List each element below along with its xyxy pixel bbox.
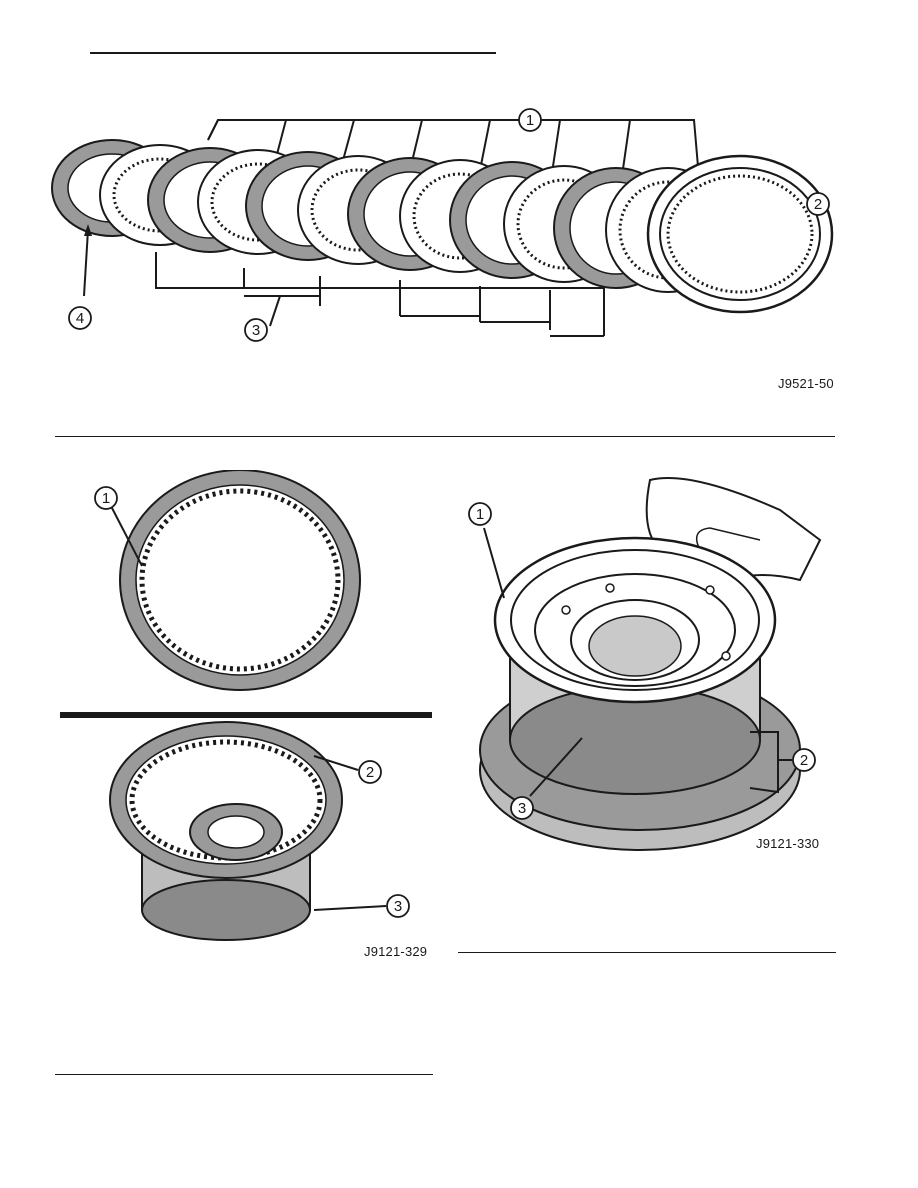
- svg-text:1: 1: [476, 506, 484, 523]
- svg-text:4: 4: [76, 310, 84, 327]
- clutch-pack-figure: 1 2 3 4: [51, 108, 834, 342]
- callout-3-bracket: [155, 252, 605, 337]
- svg-text:2: 2: [814, 196, 822, 213]
- svg-text:1: 1: [102, 490, 110, 507]
- callout-2: 2: [358, 760, 382, 784]
- svg-text:3: 3: [252, 322, 260, 339]
- callout-1-leader: [483, 527, 505, 599]
- snap-ring-2: [646, 154, 834, 314]
- panel-divider: [60, 712, 432, 718]
- figure-id-label: J9121-330: [756, 836, 820, 851]
- clutch-discs: [51, 139, 834, 314]
- top-heading-rule: [90, 52, 496, 54]
- callout-3-leader: [313, 905, 387, 911]
- callout-2-leader: [313, 755, 359, 771]
- figure-id-label: J9521-50: [778, 376, 834, 391]
- left-bottom-rule: [55, 1074, 433, 1075]
- callout-2: 2: [806, 192, 830, 216]
- callout-1-bracket: [207, 110, 701, 191]
- ring-on-hub: [109, 721, 343, 941]
- callout-3-leader: [529, 737, 583, 797]
- svg-text:2: 2: [800, 752, 808, 769]
- svg-text:3: 3: [518, 800, 526, 817]
- callout-1: 1: [94, 486, 118, 510]
- callout-2-bracket: [749, 731, 779, 794]
- right-bottom-rule: [458, 952, 836, 953]
- callout-2: 2: [792, 748, 816, 772]
- svg-text:1: 1: [526, 112, 534, 129]
- svg-text:3: 3: [394, 898, 402, 915]
- callout-4: 4: [68, 306, 92, 330]
- callout-1-leader: [111, 507, 143, 567]
- callout-3: 3: [244, 318, 268, 342]
- ring-top: [119, 470, 361, 691]
- ring-and-hub-figure: 1 2 3: [60, 470, 432, 941]
- callout-3: 3: [386, 894, 410, 918]
- callout-1: 1: [468, 502, 492, 526]
- callout-1: 1: [518, 108, 542, 132]
- callout-4-leader: [83, 229, 89, 297]
- clutch-retainer-figure: 1 2 3: [468, 477, 822, 851]
- section-divider: [55, 436, 835, 437]
- svg-text:2: 2: [366, 764, 374, 781]
- callout-3: 3: [510, 796, 534, 820]
- figure-id-label: J9121-329: [364, 944, 428, 959]
